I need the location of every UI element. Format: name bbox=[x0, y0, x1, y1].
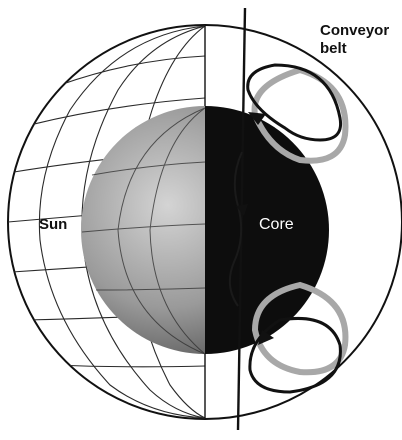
conveyor-belt-label: Conveyor belt bbox=[320, 22, 400, 58]
core-label: Core bbox=[259, 216, 294, 234]
conveyor-belt-label-line-2: belt bbox=[320, 40, 400, 58]
conveyor-belt-label-line-1: Conveyor bbox=[320, 22, 400, 40]
sun-label: Sun bbox=[39, 216, 67, 234]
